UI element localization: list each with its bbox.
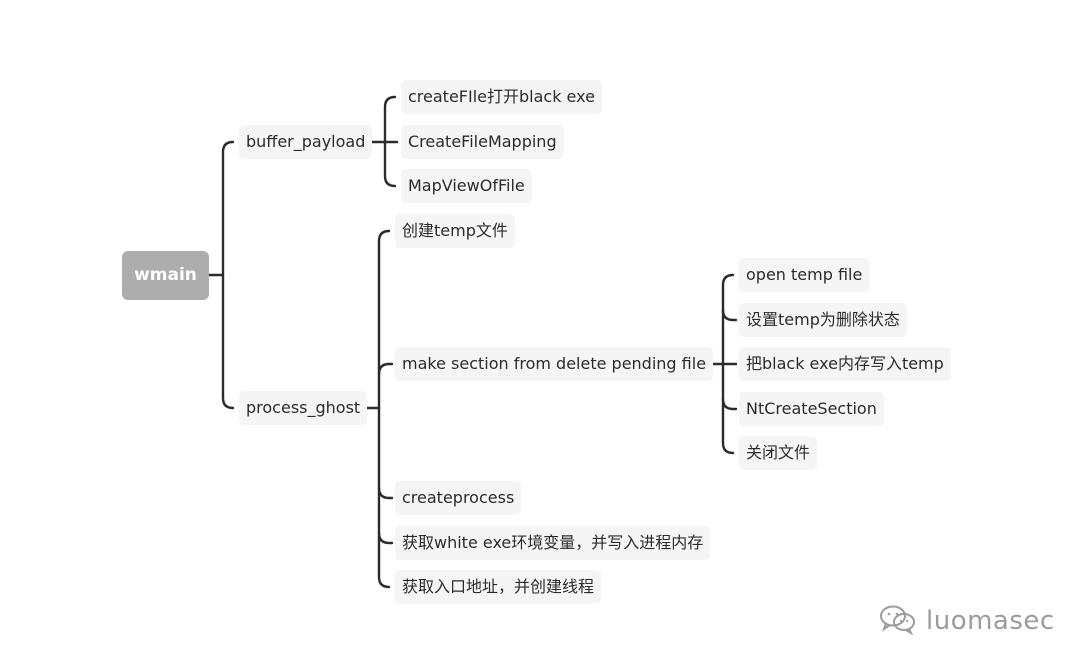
edge-root-branches bbox=[221, 140, 235, 410]
node-write-black-exe: 把black exe内存写入temp bbox=[739, 347, 951, 381]
node-createprocess: createprocess bbox=[395, 481, 522, 515]
edge-ghost-branches bbox=[377, 229, 391, 589]
node-createfile: createFIle打开black exe bbox=[401, 80, 602, 114]
node-get-env-write-memory: 获取white exe环境变量，并写入进程内存 bbox=[395, 526, 711, 560]
node-close-file: 关闭文件 bbox=[739, 436, 818, 470]
root-node-wmain: wmain bbox=[122, 251, 209, 300]
edge-section-c2 bbox=[721, 308, 738, 322]
node-create-temp-file: 创建temp文件 bbox=[395, 214, 515, 248]
wechat-icon bbox=[878, 603, 918, 639]
node-open-temp-file: open temp file bbox=[739, 258, 870, 292]
edge-ghost-env bbox=[377, 531, 394, 545]
node-process-ghost: process_ghost bbox=[239, 391, 368, 425]
edge-section-c4 bbox=[721, 397, 738, 411]
node-get-entry-create-thread: 获取入口地址，并创建线程 bbox=[395, 570, 602, 604]
node-make-section: make section from delete pending file bbox=[395, 347, 714, 381]
node-createfilemapping: CreateFileMapping bbox=[401, 125, 564, 159]
watermark: luomasec bbox=[878, 603, 1055, 639]
node-mapviewoffile: MapViewOfFile bbox=[401, 169, 532, 203]
edge-ghost-createprocess bbox=[377, 486, 394, 500]
node-ntcreatesection: NtCreateSection bbox=[739, 392, 884, 426]
edge-ghost-make-section bbox=[377, 362, 394, 376]
watermark-text: luomasec bbox=[926, 606, 1055, 636]
node-buffer-payload: buffer_payload bbox=[239, 125, 373, 159]
node-set-delete-pending: 设置temp为删除状态 bbox=[739, 303, 907, 337]
